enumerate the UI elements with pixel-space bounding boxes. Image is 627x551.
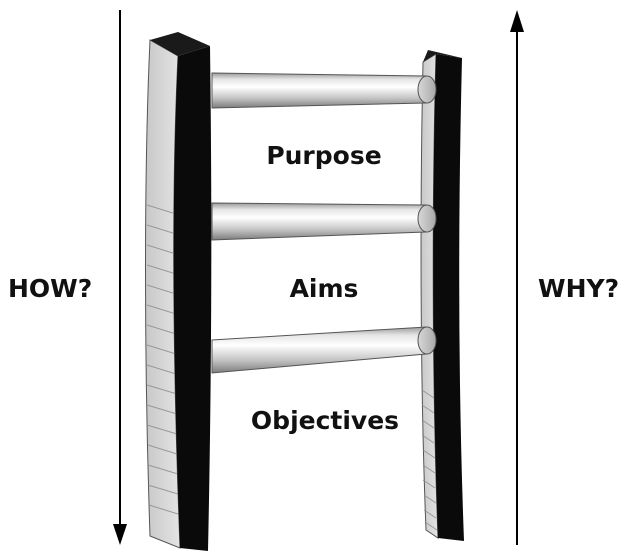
objectives-label: Objectives bbox=[250, 406, 400, 435]
rung-top bbox=[211, 72, 437, 109]
how-label: HOW? bbox=[8, 274, 93, 303]
rung-middle bbox=[211, 202, 437, 241]
right-rail bbox=[420, 50, 464, 541]
why-arrow bbox=[510, 10, 524, 545]
rung-bottom bbox=[211, 326, 437, 374]
left-rail bbox=[145, 32, 212, 551]
aims-label: Aims bbox=[289, 274, 359, 303]
why-label: WHY? bbox=[538, 274, 620, 303]
purpose-label: Purpose bbox=[266, 141, 382, 170]
how-arrow bbox=[113, 10, 127, 545]
